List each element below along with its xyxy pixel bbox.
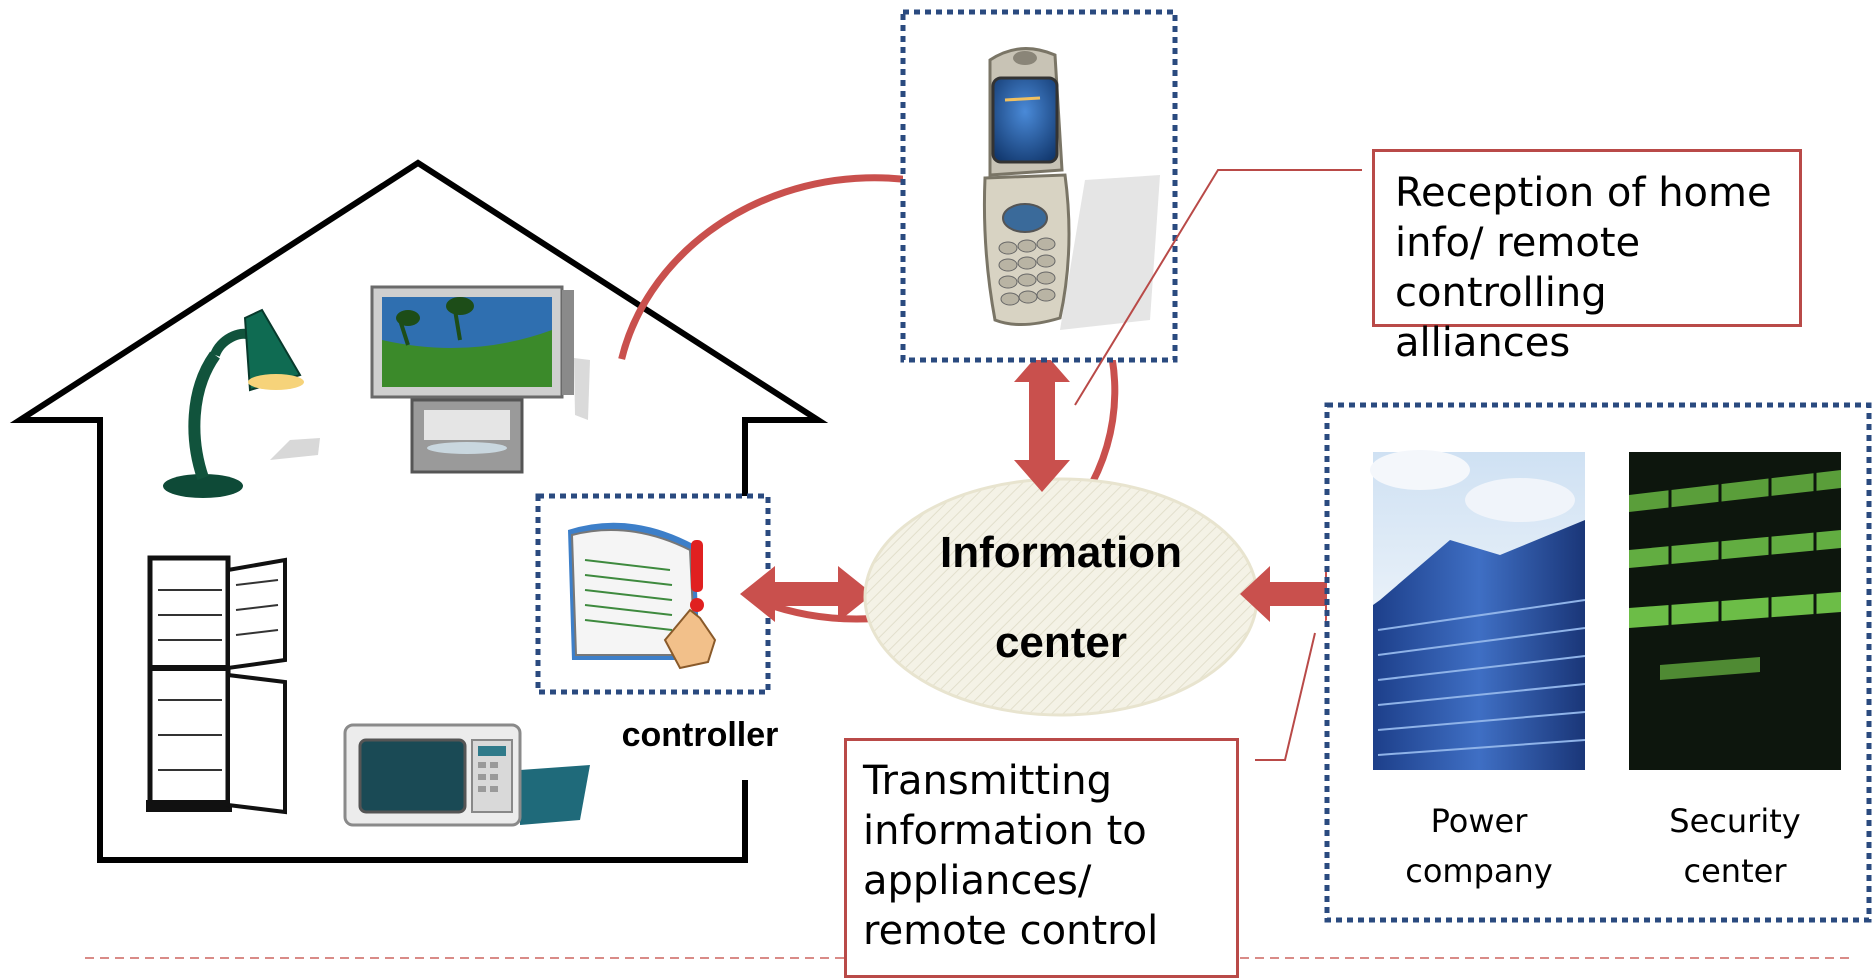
- transmit-callout: Transmitting information to appliances/ …: [844, 738, 1239, 978]
- arrow-controller-center: [740, 566, 873, 622]
- security-line-1: Security: [1669, 802, 1801, 840]
- microwave-icon: [343, 723, 590, 827]
- center-label-line-2: center: [994, 618, 1128, 667]
- transmit-line-3: appliances/: [863, 858, 1092, 904]
- information-center-ellipse: [863, 477, 1259, 717]
- power-line-1: Power: [1430, 802, 1528, 840]
- security-building-icon: [1629, 452, 1841, 770]
- reception-line-3: controlling alliances: [1395, 270, 1607, 366]
- security-center-label: Security center: [1635, 796, 1835, 896]
- transmit-leader-line: [1255, 632, 1316, 761]
- television-icon: [370, 285, 590, 474]
- power-company-label: Power company: [1379, 796, 1579, 896]
- security-line-2: center: [1683, 852, 1787, 890]
- mobile-phone-icon: [982, 47, 1160, 330]
- power-line-2: company: [1405, 852, 1553, 890]
- reception-leader-line: [1074, 169, 1362, 406]
- reception-line-1: Reception of home: [1395, 170, 1772, 216]
- transmit-line-1: Transmitting: [863, 758, 1113, 804]
- house-outline: [9, 159, 829, 863]
- arrow-phone-center: [1014, 350, 1070, 492]
- transmit-line-2: information to: [863, 808, 1147, 854]
- center-label-line-1: Information: [940, 528, 1182, 577]
- reception-callout: Reception of home info/ remote controlli…: [1372, 149, 1802, 366]
- transmit-line-4: remote control: [863, 908, 1159, 954]
- controller-tablet-icon: [568, 522, 717, 670]
- reception-line-2: info/ remote: [1395, 220, 1641, 266]
- table-lamp-icon: [163, 308, 320, 498]
- controller-label: controller: [600, 716, 800, 755]
- office-building-icon: [1370, 450, 1586, 770]
- refrigerator-icon: [146, 555, 287, 815]
